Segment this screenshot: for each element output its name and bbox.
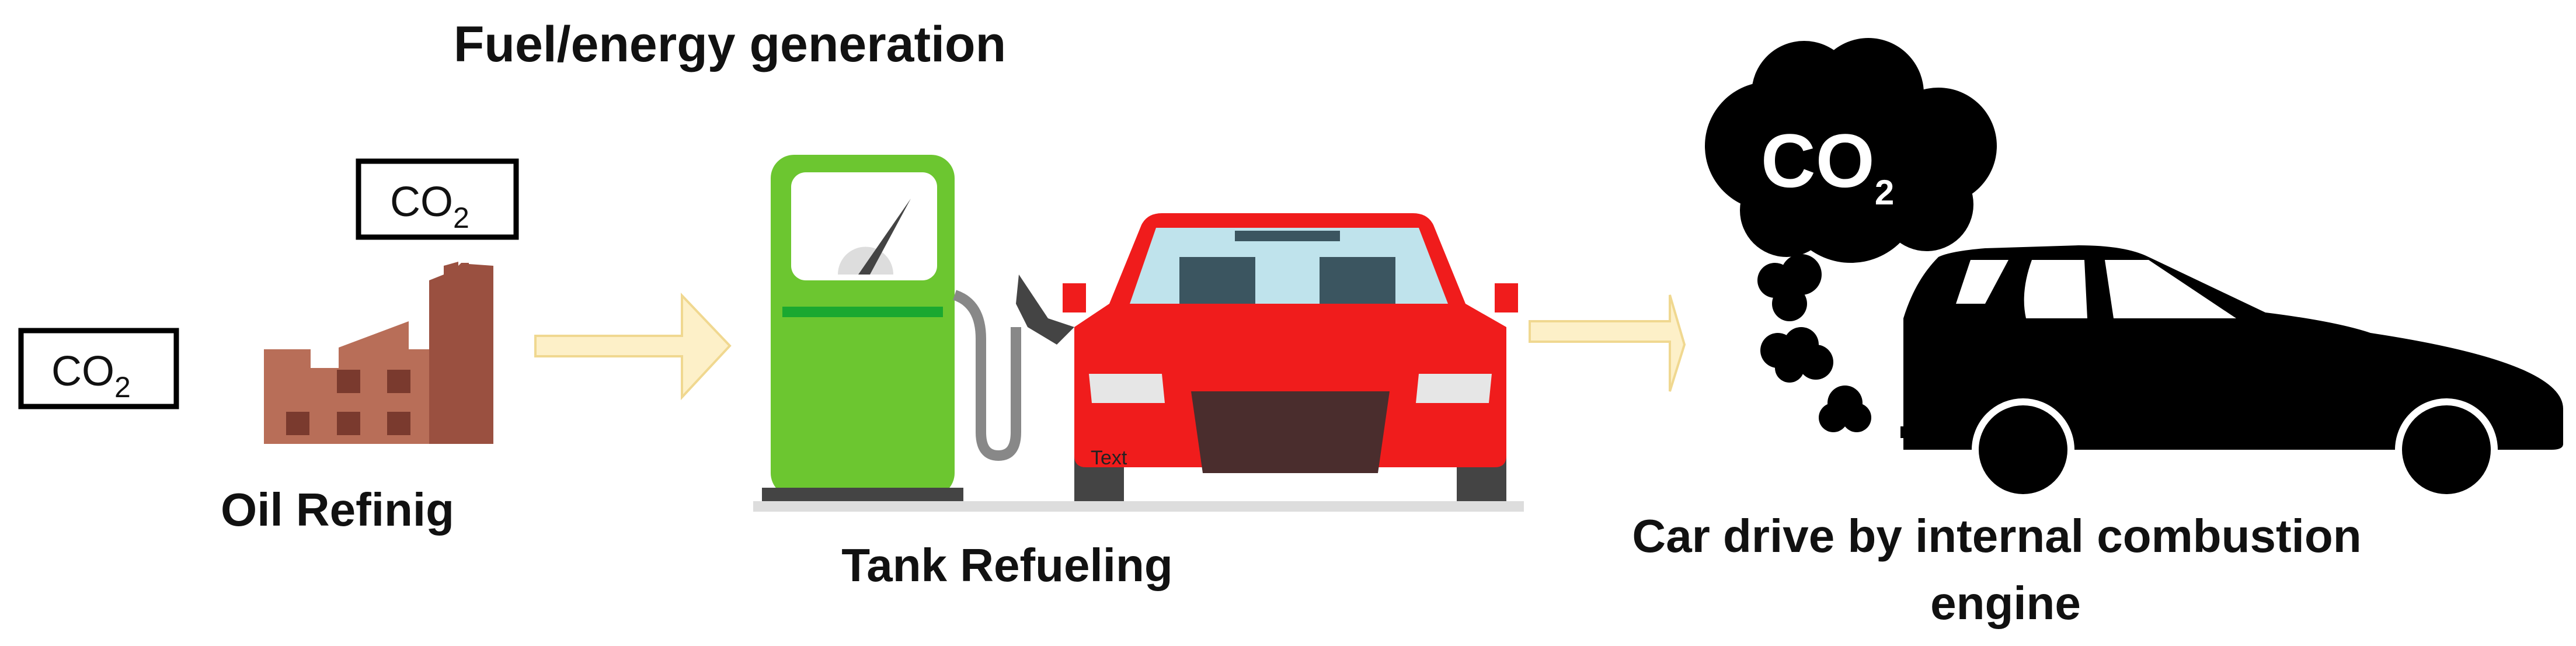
placeholder-text-label: Text xyxy=(1091,447,1127,469)
svg-text:CO2: CO2 xyxy=(390,179,469,234)
stage-label-car-drive-line2: engine xyxy=(1930,577,2081,629)
fuel-pump-icon xyxy=(762,155,1074,502)
arrow-right-icon xyxy=(1529,294,1686,392)
ground-line xyxy=(753,501,1524,512)
arrow-right-icon xyxy=(534,293,732,401)
co2-box-left: CO2 xyxy=(18,328,179,409)
stage-label-tank-refueling: Tank Refueling xyxy=(841,539,1172,591)
diagram-title: Fuel/energy generation xyxy=(454,16,1006,72)
red-car-icon xyxy=(1063,213,1518,501)
black-suv-icon xyxy=(1900,245,2563,501)
co2-box-top: CO2 xyxy=(356,158,519,240)
stage-label-car-drive: Car drive by internal combustion xyxy=(1632,510,2361,562)
stage-label-oil-refining: Oil Refinig xyxy=(221,484,454,536)
co2-cloud-icon: CO2 xyxy=(1705,38,1997,432)
factory-icon xyxy=(264,262,493,444)
svg-text:CO2: CO2 xyxy=(1761,118,1894,212)
svg-text:CO2: CO2 xyxy=(51,348,131,404)
